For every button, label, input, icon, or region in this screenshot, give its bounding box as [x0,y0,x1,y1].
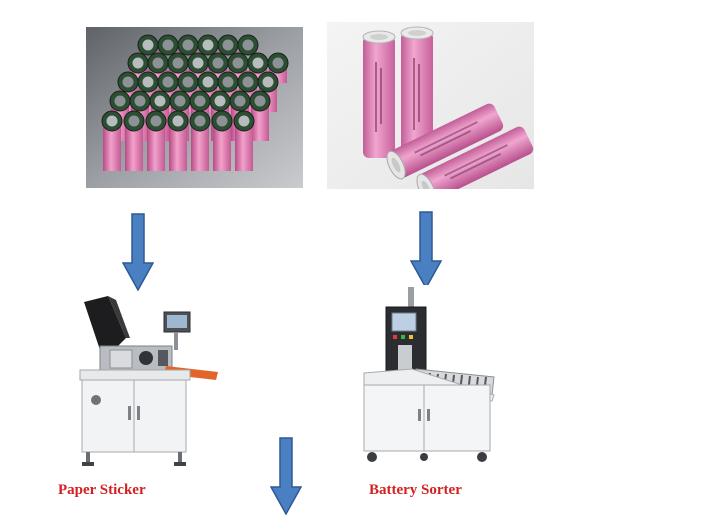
battery-cell-end [218,35,238,55]
battery-cell-end [198,35,218,55]
paper-sticker-machine-photo [70,292,222,474]
down-arrow-icon [122,213,154,291]
battery-cell-end [124,111,144,171]
battery-sorter-machine-photo [362,285,496,475]
paper-sticker-label: Paper Sticker [58,482,146,499]
battery-cell-end [102,111,122,171]
battery-cells-loose-photo [327,22,534,189]
battery-cell-end [234,111,254,171]
battery-cells-bundle-photo [86,27,303,188]
battery-cell-end [146,111,166,171]
battery-cell-end [212,111,232,171]
battery-sorter-label: Battery Sorter [369,482,462,499]
battery-cell-end [238,35,258,55]
upright-cell-left [363,31,395,158]
battery-cell-end [138,35,158,55]
down-arrow-icon [270,437,302,515]
battery-cell-end [178,35,198,55]
battery-cell-end [168,111,188,171]
down-arrow-icon [410,211,442,289]
battery-cell-end [190,111,210,171]
battery-cell-end [158,35,178,55]
